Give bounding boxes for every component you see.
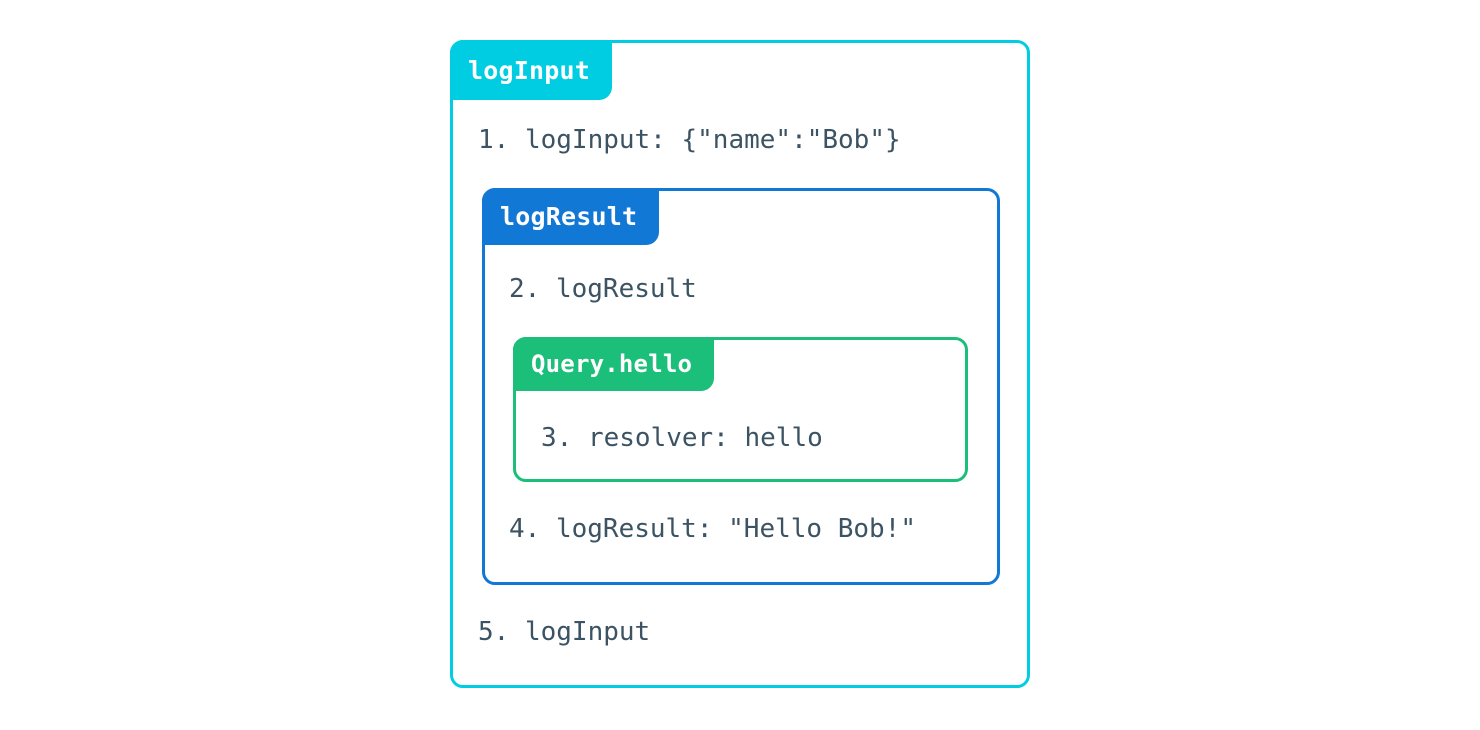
box-queryhello: Query.hello	[513, 337, 968, 482]
box-label-queryhello: Query.hello	[513, 337, 715, 391]
box-label-logresult: logResult	[482, 188, 660, 245]
step-line-3: 3. resolver: hello	[541, 423, 823, 453]
step-line-5: 5. logInput	[478, 617, 651, 647]
box-label-loginput: logInput	[450, 40, 613, 100]
step-line-4: 4. logResult: "Hello Bob!"	[509, 514, 916, 544]
step-line-2: 2. logResult	[509, 274, 697, 304]
step-line-1: 1. logInput: {"name":"Bob"}	[478, 125, 901, 155]
